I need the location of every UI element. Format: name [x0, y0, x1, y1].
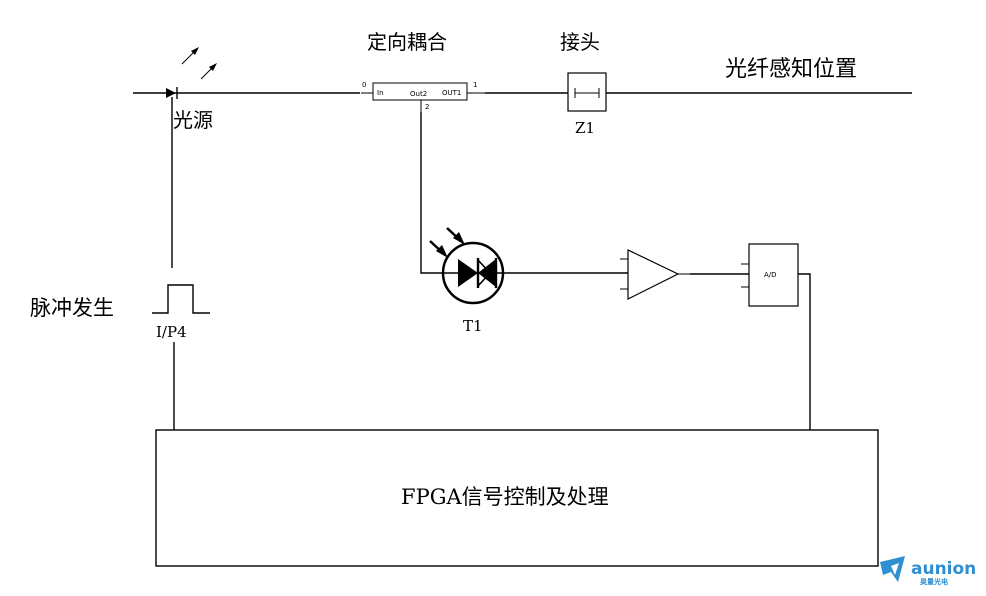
logo-name: aunion	[911, 559, 976, 579]
coupler-port-2: 2	[425, 103, 429, 111]
coupler-port-0: 0	[362, 81, 366, 89]
fiber-position-label: 光纤感知位置	[725, 57, 857, 82]
fpga-label: FPGA信号控制及处理	[401, 485, 609, 509]
coupler-port-1: 1	[473, 81, 477, 89]
coupler-label: 定向耦合	[367, 30, 447, 54]
adc-block	[741, 243, 810, 307]
fpga-block	[155, 429, 879, 567]
connector-icon	[567, 72, 607, 112]
coupler-to-detector-wire	[420, 112, 440, 274]
coupler-port-out1: OUT1	[442, 89, 461, 97]
light-source-label: 光源	[173, 108, 213, 132]
light-source-led-icon	[166, 47, 217, 99]
aunion-logo: aunion 昊量光电	[880, 556, 976, 586]
connector-label: 接头	[560, 30, 600, 54]
pulse-generator-label: 脉冲发生	[30, 296, 114, 320]
logo-subtitle: 昊量光电	[920, 577, 948, 586]
connector-ref: Z1	[575, 119, 595, 137]
directional-coupler	[361, 82, 485, 112]
pulse-generator-ref: I/P4	[156, 323, 187, 341]
coupler-port-out2: Out2	[410, 90, 427, 98]
pulse-generator-icon	[152, 284, 210, 314]
photodetector-icon	[429, 227, 507, 305]
photodetector-ref: T1	[463, 317, 483, 335]
adc-to-fpga-wire	[798, 273, 811, 430]
coupler-port-in: In	[377, 89, 384, 97]
adc-label: A/D	[764, 271, 777, 279]
amplifier-icon	[620, 249, 695, 300]
